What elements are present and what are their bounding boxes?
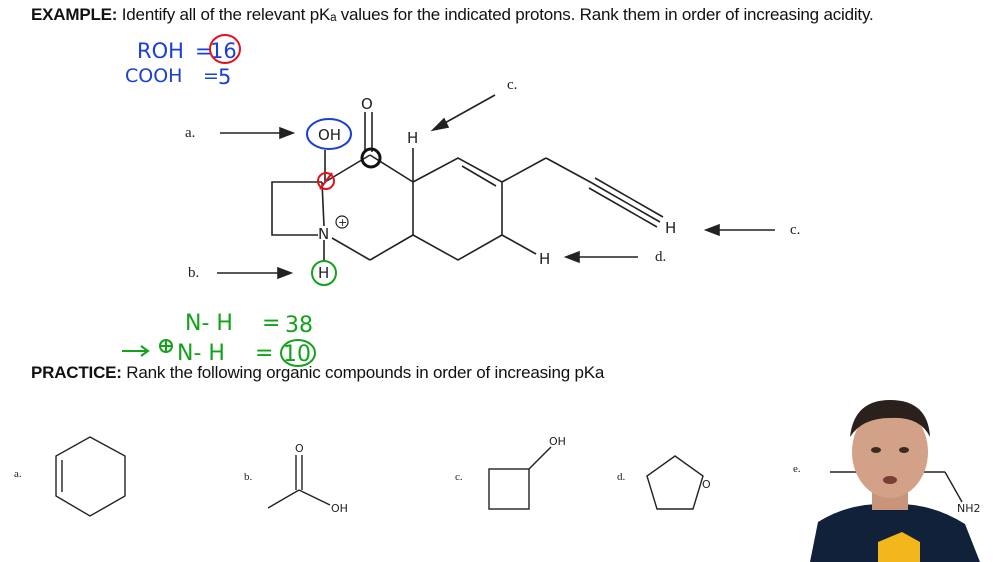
nh-equals: =	[262, 311, 280, 336]
arrow-d-head	[563, 250, 580, 264]
presenter-hair	[850, 400, 930, 437]
label-b: b.	[188, 265, 199, 281]
oh-label: OH	[318, 126, 341, 144]
c-c-bond-2	[369, 154, 414, 183]
alkyne-3	[588, 187, 658, 228]
practice-label-a: a.	[14, 468, 22, 480]
practice-label-b: b.	[244, 471, 253, 483]
acetic-o-label: O	[295, 442, 304, 455]
presenter-video	[790, 392, 995, 562]
green-annotations: N- H = 38 N- H = 10	[177, 311, 313, 367]
amine-nh2-label: NH2	[957, 502, 981, 515]
ring-double-bond	[461, 165, 497, 187]
arrow-c-top	[442, 94, 496, 125]
presenter-eye-right	[899, 447, 909, 453]
practice-label-c: c.	[455, 471, 463, 483]
example-text: Identify all of the relevant pKₐ values …	[121, 5, 874, 24]
nh-value: 38	[285, 313, 313, 338]
ring-bond	[321, 181, 325, 227]
positive-charge: +	[338, 216, 347, 229]
practice-heading: PRACTICE: Rank the following organic com…	[31, 363, 604, 383]
practice-atoms: O OH OH O NH2	[295, 435, 981, 515]
h-label-d: H	[539, 250, 550, 268]
cooh-equals: =	[203, 65, 219, 87]
shirt-logo	[878, 532, 920, 562]
practice-text: Rank the following organic compounds in …	[126, 363, 605, 382]
nh-plus-annotation: N- H	[177, 341, 225, 366]
side-chain-1	[501, 157, 547, 183]
green-arrow-icon	[122, 339, 173, 357]
cyclobutanol-c-oh	[528, 446, 552, 470]
pointer-labels: a. b. c. c. d.	[185, 77, 800, 281]
c-h-bond-d	[501, 234, 537, 255]
cyclohexene-ring	[412, 157, 503, 261]
acetic-c-c	[267, 489, 300, 509]
example-prefix: EXAMPLE:	[31, 5, 118, 24]
side-chain-2	[545, 157, 593, 184]
presenter-face	[852, 406, 928, 498]
practice-labels: a. b. c. d. e.	[14, 463, 801, 483]
label-a: a.	[185, 125, 195, 141]
c-c-bond-3	[369, 234, 414, 261]
arrow-b-head	[277, 266, 294, 280]
alkyne-2	[594, 177, 664, 218]
label-d: d.	[655, 249, 666, 265]
arrow-a-head	[279, 126, 296, 140]
example-heading: EXAMPLE: Identify all of the relevant pK…	[31, 5, 874, 25]
green-circle-10	[280, 339, 316, 367]
acetic-c-oh	[298, 489, 331, 506]
green-circle-h	[311, 260, 337, 286]
red-circle-16	[209, 34, 241, 64]
thf-structure	[646, 455, 704, 510]
red-circle-carbon	[317, 172, 335, 190]
cooh-value: 5	[218, 65, 231, 89]
cooh-annotation: COOH	[125, 65, 182, 87]
h-label-c: H	[407, 129, 418, 147]
black-circle-carbon	[360, 147, 382, 169]
amine-c-n	[944, 471, 963, 503]
practice-prefix: PRACTICE:	[31, 363, 122, 382]
cyclobutanol-oh-label: OH	[549, 435, 566, 448]
roh-equals: =	[195, 39, 213, 63]
roh-annotation: ROH	[137, 39, 184, 63]
h-label-b: H	[318, 264, 329, 282]
positive-charge-circle	[335, 215, 349, 229]
blue-circle-oh	[306, 118, 352, 150]
presenter-figure	[810, 400, 980, 562]
arrow-c-top-head	[430, 117, 450, 132]
arrow-c-right-head	[703, 223, 720, 237]
pointer-arrows	[217, 94, 775, 280]
h-label-e: H	[665, 219, 676, 237]
presenter-mouth	[883, 476, 897, 484]
acetic-oh-label: OH	[331, 502, 348, 515]
alkyne-1	[591, 182, 661, 223]
cyclobutane-structure	[488, 468, 530, 510]
nh-annotation: N- H	[185, 311, 233, 336]
red-slash	[319, 172, 333, 190]
thf-o-label: O	[702, 478, 711, 491]
practice-label-e: e.	[793, 463, 801, 475]
nh-plus-equals: =	[255, 341, 273, 366]
cyclohexene-structure	[55, 436, 126, 517]
practice-label-d: d.	[617, 471, 626, 483]
presenter-eye-left	[871, 447, 881, 453]
carbonyl-o-label: O	[361, 95, 373, 113]
label-c-right: c.	[790, 222, 800, 238]
azetidine-ring	[271, 181, 322, 236]
n-label: N	[318, 225, 329, 243]
atom-labels: OH O H N H H H	[318, 95, 676, 282]
c-n-bond	[331, 237, 371, 261]
label-c-top: c.	[507, 77, 517, 93]
blue-annotations: ROH = 16 COOH = 5	[125, 39, 237, 89]
presenter-shirt	[810, 503, 980, 562]
